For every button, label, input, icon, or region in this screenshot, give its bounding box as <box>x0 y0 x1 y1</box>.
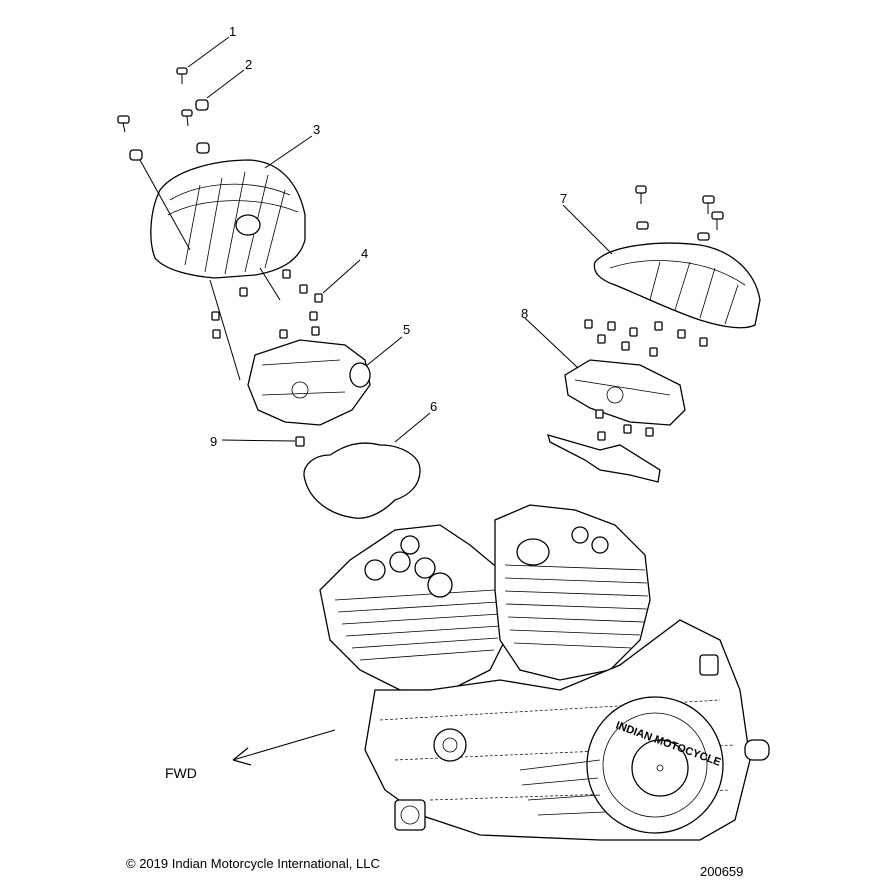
rear-gasket <box>547 434 661 483</box>
screw-set-rear-top <box>635 185 724 230</box>
copyright-notice: © 2019 Indian Motorcycle International, … <box>126 856 380 871</box>
grommet-front-2 <box>129 149 143 161</box>
callout-8: 8 <box>521 306 528 321</box>
front-rocker-box <box>247 339 371 426</box>
grommet-front-3 <box>196 142 210 154</box>
screw-item-9 <box>295 436 305 447</box>
screw-set-front <box>211 269 323 339</box>
callout-2: 2 <box>245 57 252 72</box>
grommet-front-1 <box>195 99 209 111</box>
screw-set-rear-bottom <box>595 409 654 441</box>
rear-rocker-box <box>564 359 686 426</box>
callout-9: 9 <box>210 434 217 449</box>
callout-6: 6 <box>430 399 437 414</box>
callout-7: 7 <box>560 191 567 206</box>
screw-front-1 <box>176 67 188 84</box>
callout-1: 1 <box>229 24 236 39</box>
arrow-left-icon <box>232 747 252 766</box>
screw-front-3 <box>181 109 193 127</box>
rear-rocker-cover-assembly <box>547 185 761 483</box>
grommet-set-rear <box>636 221 710 241</box>
v-twin-engine: INDIAN MOTOCYCLE <box>319 504 770 841</box>
callout-numbers: 1 2 3 4 5 6 7 8 9 <box>210 24 567 449</box>
forward-direction-indicator: FWD <box>165 729 336 781</box>
callout-5: 5 <box>403 322 410 337</box>
fwd-label: FWD <box>165 765 197 781</box>
leader-lines <box>187 36 613 443</box>
callout-4: 4 <box>361 246 368 261</box>
rear-rocker-cover <box>593 242 761 329</box>
front-gasket <box>303 442 421 519</box>
callout-3: 3 <box>313 122 320 137</box>
screw-set-rear <box>584 319 708 357</box>
screw-front-2 <box>117 115 130 133</box>
front-rocker-cover-assembly <box>117 67 421 519</box>
figure-number: 200659 <box>700 864 744 879</box>
front-rocker-cover <box>150 159 306 279</box>
